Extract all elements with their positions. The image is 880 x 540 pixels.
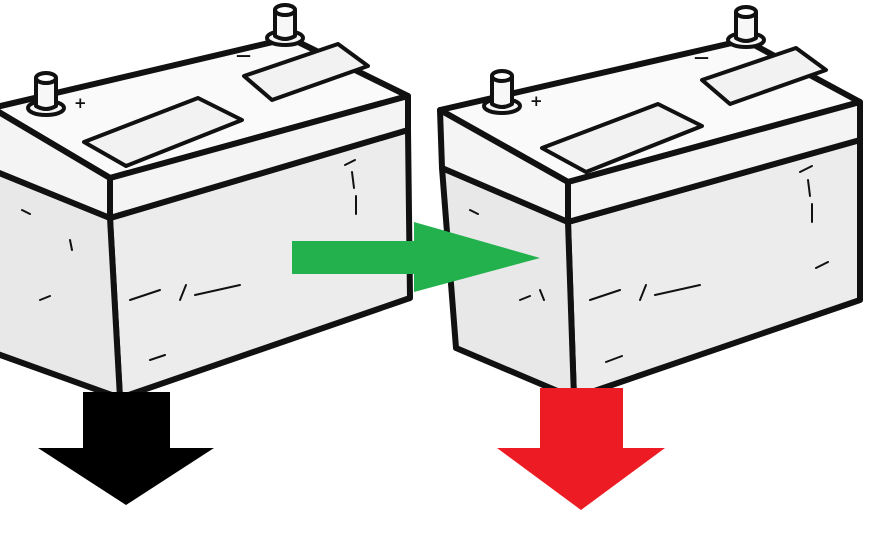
right-battery-lid-rim-side: [565, 99, 863, 225]
left-battery-positive-label: +: [74, 94, 87, 112]
left-battery-lid-rim-side: [107, 93, 411, 221]
right-battery-vent-cap-1: [540, 102, 704, 174]
right-battery: [437, 5, 863, 401]
right-battery-positive-label: +: [530, 92, 543, 110]
left-battery-negative-terminal: [265, 3, 305, 47]
right-battery-vent-cap-2: [700, 46, 828, 106]
left-battery-vent-cap-1: [82, 96, 244, 168]
right-battery-positive-terminal: [482, 69, 522, 115]
left-battery: [0, 3, 413, 401]
left-down-arrow: [38, 392, 214, 505]
left-battery-positive-terminal: [26, 71, 66, 117]
transfer-arrow: [292, 222, 540, 292]
right-battery-negative-terminal: [726, 5, 766, 49]
right-battery-negative-label: —: [694, 48, 709, 66]
right-down-arrow: [497, 388, 665, 510]
left-battery-negative-label: —: [236, 46, 251, 64]
left-battery-vent-cap-2: [242, 42, 370, 102]
right-battery-sketch-marks: [469, 165, 829, 363]
